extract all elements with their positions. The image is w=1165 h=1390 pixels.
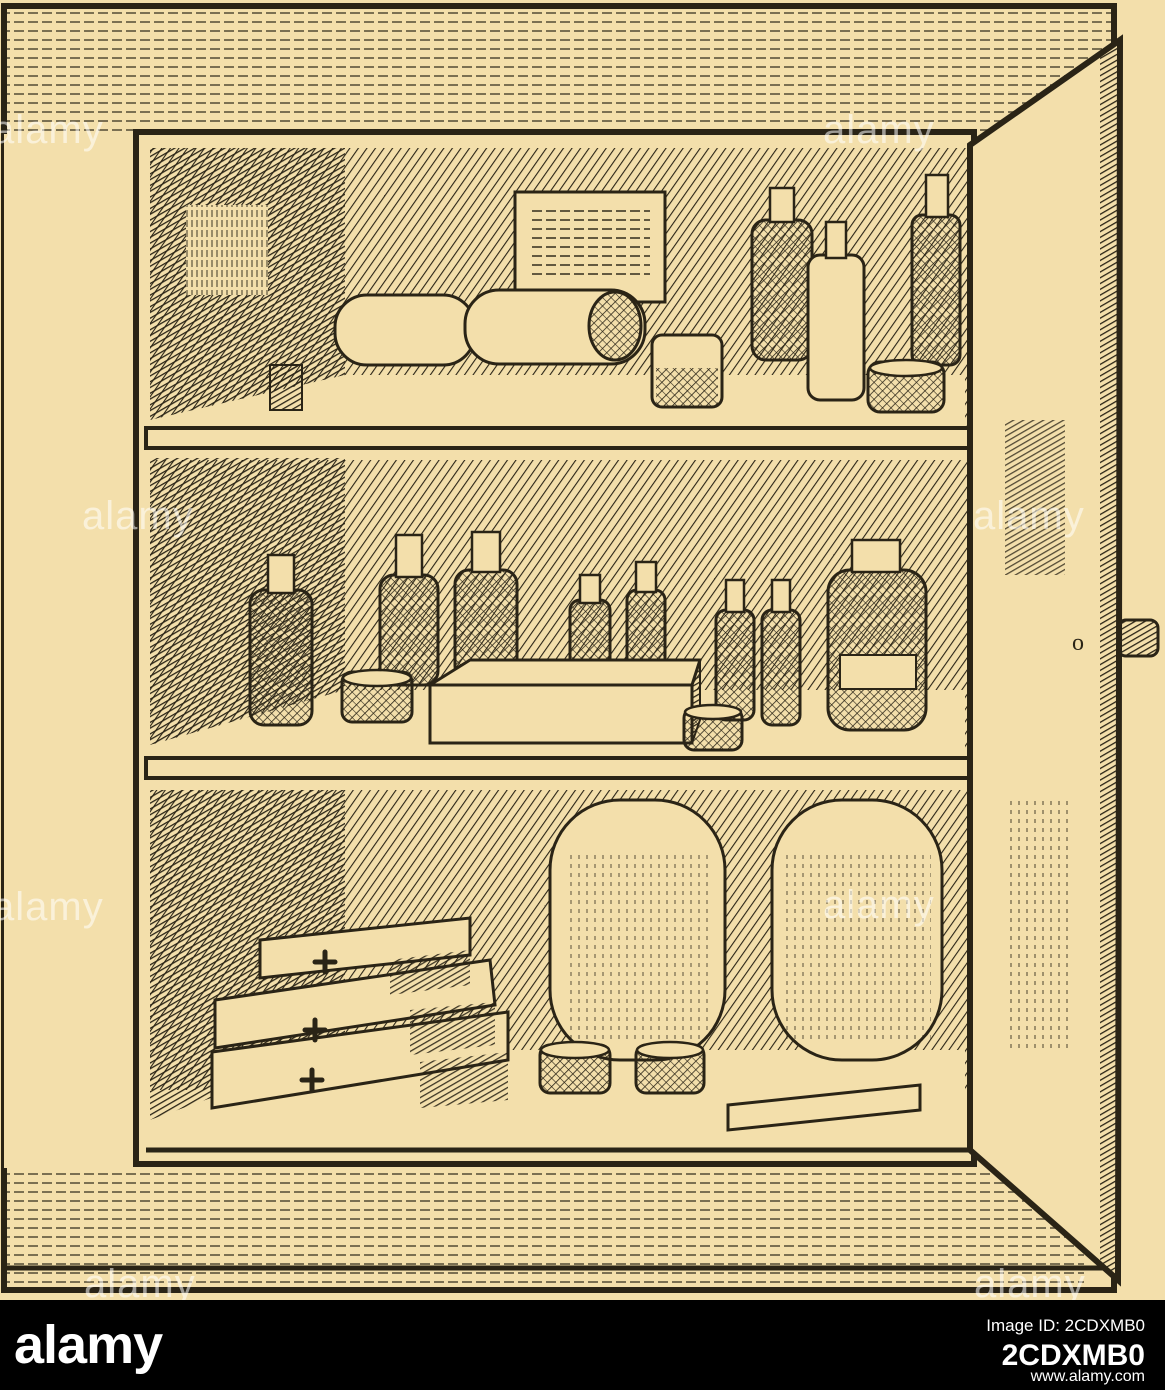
knob-letter: o [1072, 630, 1084, 656]
cabinet-frame [1, 3, 1117, 1293]
footer-url-link[interactable]: www.alamy.com [1030, 1368, 1145, 1385]
stock-footer-bar: alamy Image ID: 2CDXMB0 2CDXMB0 www.alam… [0, 1300, 1165, 1390]
cabinet-door [967, 34, 1160, 1287]
middle-shelf-items [248, 530, 928, 752]
image-id-label: Image ID: 2CDXMB0 [986, 1316, 1145, 1335]
bottom-shelf-items [210, 798, 944, 1132]
cabinet-illustration: o alamy alamy alamy alamy alamy alamy al… [0, 3, 1160, 1306]
top-shelf-items [186, 173, 962, 414]
image-id-value: 2CDXMB0 [1001, 1339, 1145, 1372]
image-id-block: Image ID: 2CDXMB0 2CDXMB0 [986, 1314, 1145, 1374]
alamy-logo[interactable]: alamy [14, 1315, 163, 1375]
